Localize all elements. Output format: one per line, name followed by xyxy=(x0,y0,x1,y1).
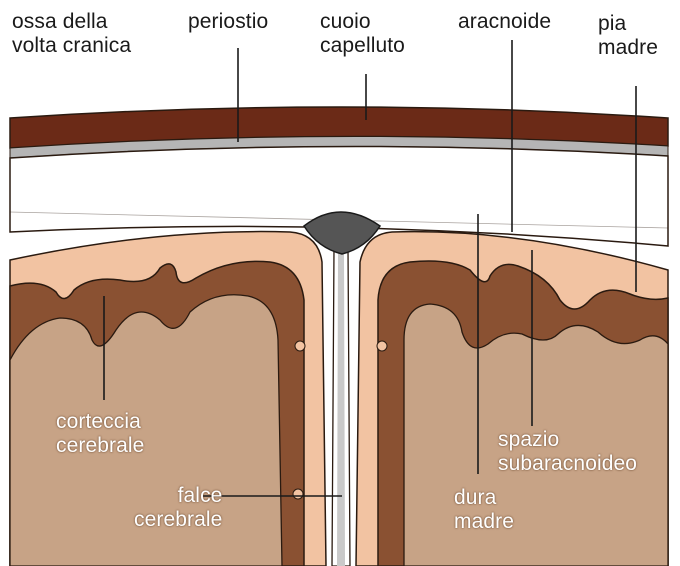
label-periostio: periostio xyxy=(188,10,268,34)
label-spazio-subaracnoideo: spazio subaracnoideo xyxy=(498,428,637,476)
label-dura-line2: madre xyxy=(454,510,514,534)
label-corteccia-line2: cerebrale xyxy=(56,434,144,458)
label-periostio-text: periostio xyxy=(188,10,268,34)
falx-inner xyxy=(337,252,345,566)
label-cuoio-line1: cuoio xyxy=(320,10,405,34)
arachnoid-granulation xyxy=(295,341,305,351)
label-falce-cerebrale: falce cerebrale xyxy=(134,484,222,532)
label-spazio-line1: spazio xyxy=(498,428,637,452)
label-falce-line2: cerebrale xyxy=(134,508,222,532)
arachnoid-granulation xyxy=(293,489,303,499)
label-pia-line1: pia xyxy=(598,12,658,36)
label-cuoio-capelluto: cuoio capelluto xyxy=(320,10,405,58)
label-pia-madre: pia madre xyxy=(598,12,658,60)
label-ossa-line1: ossa della xyxy=(12,10,131,34)
label-aracnoide: aracnoide xyxy=(458,10,551,34)
label-pia-line2: madre xyxy=(598,36,658,60)
label-aracnoide-text: aracnoide xyxy=(458,10,551,34)
label-dura-madre: dura madre xyxy=(454,486,514,534)
label-ossa-volta-cranica: ossa della volta cranica xyxy=(12,10,131,58)
label-corteccia-cerebrale: corteccia cerebrale xyxy=(56,410,144,458)
label-ossa-line2: volta cranica xyxy=(12,34,131,58)
label-dura-line1: dura xyxy=(454,486,514,510)
label-falce-line1: falce xyxy=(134,484,222,508)
label-spazio-line2: subaracnoideo xyxy=(498,452,637,476)
label-corteccia-line1: corteccia xyxy=(56,410,144,434)
label-cuoio-line2: capelluto xyxy=(320,34,405,58)
arachnoid-granulation xyxy=(377,341,387,351)
